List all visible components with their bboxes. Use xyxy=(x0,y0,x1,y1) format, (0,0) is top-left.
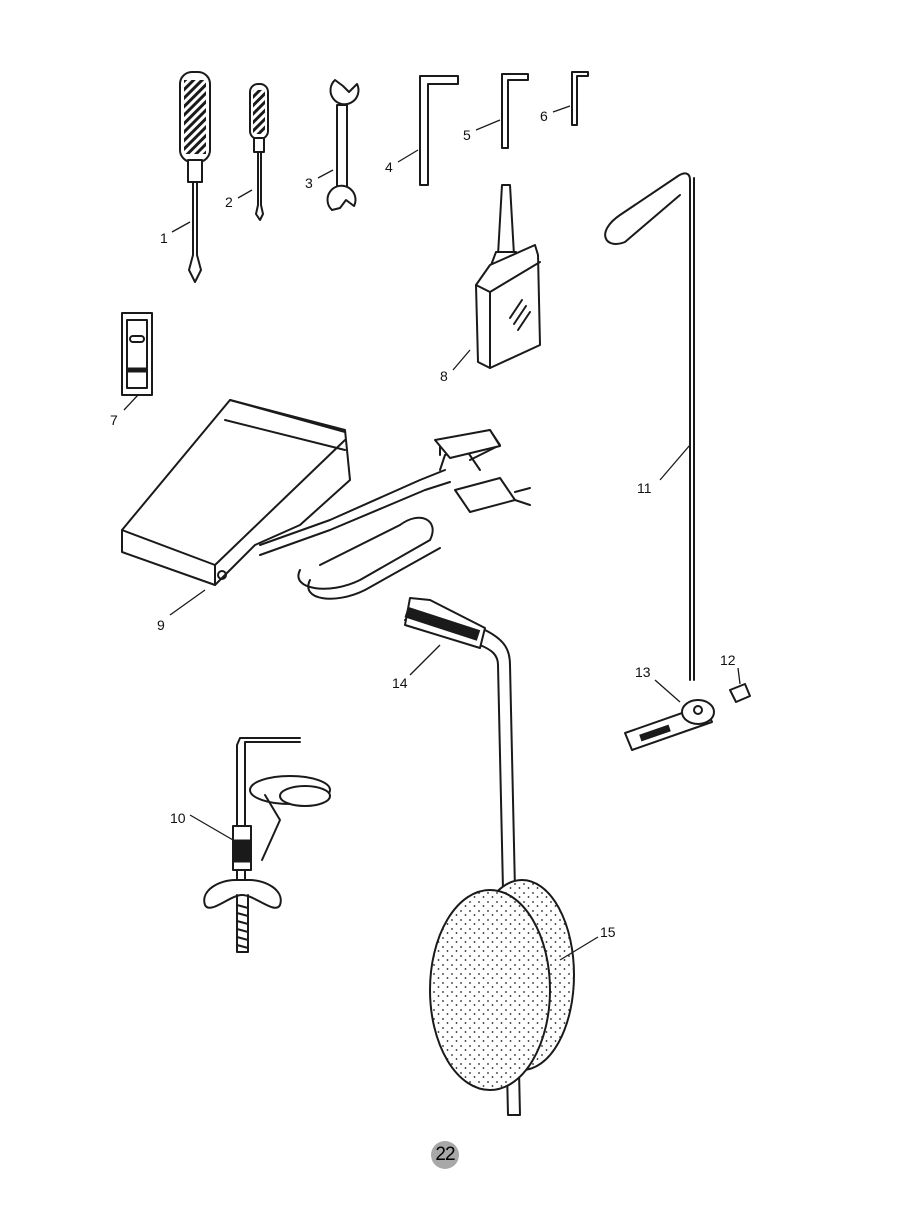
small-screwdriver xyxy=(249,83,269,221)
part-label-3: 3 xyxy=(305,175,313,191)
wrench xyxy=(326,79,360,211)
part-label-14: 14 xyxy=(392,675,408,691)
leader-lines xyxy=(123,105,741,961)
part-label-13: 13 xyxy=(635,664,651,680)
part-label-1: 1 xyxy=(160,230,168,246)
oil-bottle xyxy=(475,184,541,369)
part-label-4: 4 xyxy=(385,159,393,175)
part-label-8: 8 xyxy=(440,368,448,384)
page-number-badge: 22 xyxy=(431,1141,459,1169)
hex-key-medium xyxy=(501,73,529,149)
part-label-7: 7 xyxy=(110,412,118,428)
part-label-15: 15 xyxy=(600,924,616,940)
rod-connector xyxy=(624,699,715,751)
hex-key-large xyxy=(419,75,459,186)
part-label-5: 5 xyxy=(463,127,471,143)
part-label-9: 9 xyxy=(157,617,165,633)
part-label-6: 6 xyxy=(540,108,548,124)
part-label-10: 10 xyxy=(170,810,186,826)
part-label-12: 12 xyxy=(720,652,736,668)
rod-cap xyxy=(729,683,751,703)
hex-key-small xyxy=(571,71,589,126)
large-screwdriver xyxy=(179,71,211,283)
switch-plate xyxy=(121,312,153,396)
knee-pad xyxy=(429,879,575,1091)
foot-controller xyxy=(121,399,531,600)
part-label-11: 11 xyxy=(637,480,652,496)
part-label-2: 2 xyxy=(225,194,233,210)
clamp-bracket xyxy=(203,737,331,953)
knee-lifter-rod xyxy=(604,172,695,681)
knee-lever xyxy=(404,597,521,1116)
